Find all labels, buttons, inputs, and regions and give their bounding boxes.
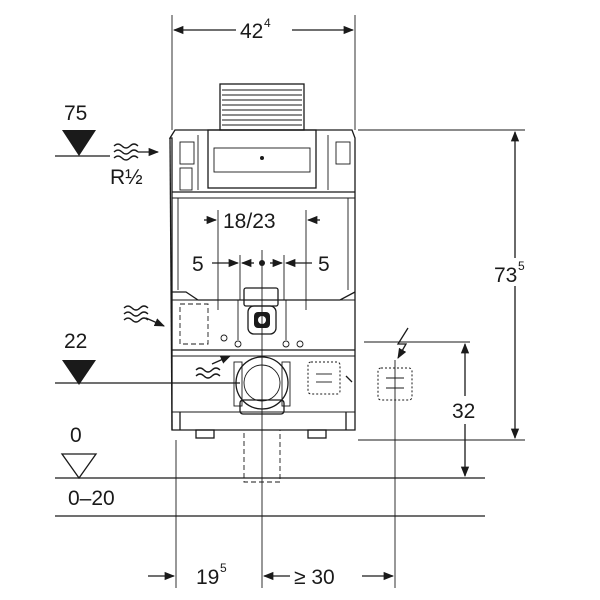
drain-height-label: 22 — [64, 330, 87, 353]
water-supply-icon — [195, 355, 231, 379]
frame-height-superscript: 5 — [518, 259, 525, 273]
left-offset-label: 5 — [192, 253, 204, 276]
inlet-thread-label: R½ — [110, 166, 143, 189]
bottom-left-dimension: 19 5 — [148, 561, 227, 589]
left-offset-dimension: 5 — [192, 253, 254, 300]
top-width-label: 42 — [240, 20, 263, 43]
floor-range-marker: 0–20 — [55, 487, 485, 517]
top-width-superscript: 4 — [264, 16, 271, 30]
flush-pipe-spacing-label: 18/23 — [223, 210, 276, 233]
floor-level-label: 0 — [70, 424, 82, 447]
drain-height-marker: 22 — [55, 330, 240, 385]
water-supply-icon — [123, 305, 165, 327]
socket-box — [377, 360, 413, 588]
frame-height-dimension: 73 5 — [358, 129, 540, 441]
bottom-left-label: 19 — [196, 566, 219, 589]
installation-frame — [168, 83, 356, 483]
electrical-supply-icon — [396, 327, 409, 359]
socket-distance-label: ≥ 30 — [294, 566, 335, 589]
socket-distance-dimension: ≥ 30 — [262, 566, 395, 589]
socket-height-dimension: 32 — [448, 342, 488, 478]
water-supply-icon — [113, 143, 160, 161]
inlet-height-label: 75 — [64, 102, 87, 125]
right-offset-dimension: 5 — [270, 253, 330, 300]
top-width-dimension: 42 4 — [171, 15, 356, 130]
floor-range-label: 0–20 — [68, 487, 115, 510]
socket-height-label: 32 — [452, 400, 475, 423]
flush-pipe-spacing-dimension: 18/23 — [204, 210, 320, 310]
bottom-left-superscript: 5 — [220, 561, 227, 575]
frame-height-label: 73 — [494, 264, 517, 287]
floor-level-marker-icon: 0 — [55, 424, 485, 480]
right-offset-label: 5 — [318, 253, 330, 276]
inlet-height-marker: 75 — [55, 102, 110, 157]
